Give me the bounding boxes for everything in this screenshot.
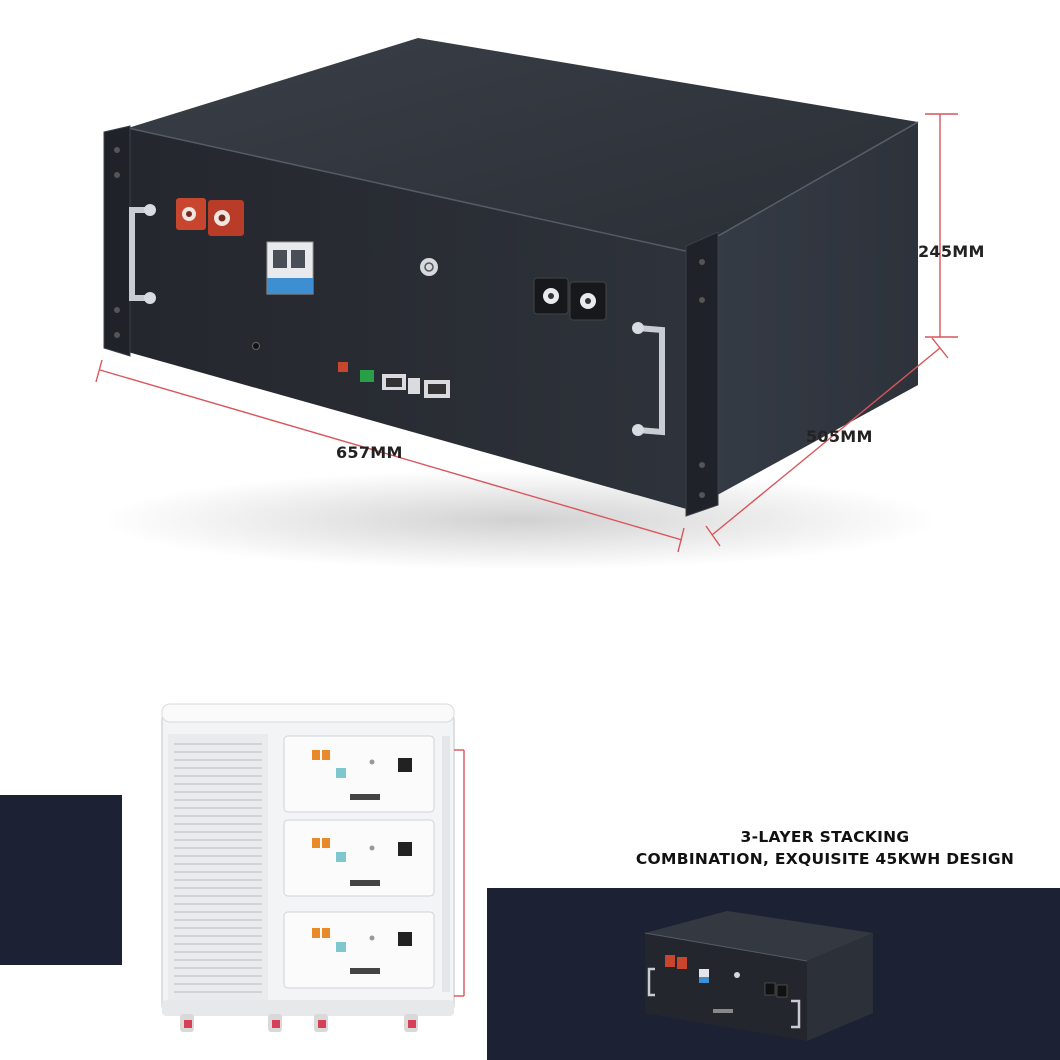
handle-right (635, 325, 665, 436)
reset-hole (252, 342, 260, 350)
dimension-lines (95, 113, 958, 553)
vent-slats (174, 743, 262, 993)
stack-bracket (454, 749, 465, 997)
caption-line-2: COMBINATION, EXQUISITE 45KWH DESIGN (635, 850, 1015, 868)
battery-module-3 (283, 911, 435, 989)
height-dimension-label: 245MM (918, 242, 985, 261)
power-button (420, 258, 438, 276)
caster-wheels (180, 1014, 418, 1032)
stacking-caption: 3-LAYER STACKING COMBINATION, EXQUISITE … (600, 826, 1050, 870)
floor-shadow (100, 470, 940, 570)
comm-ports (338, 362, 450, 398)
rack-ear-left (103, 125, 131, 357)
handle-left (129, 207, 153, 301)
negative-terminals (533, 277, 607, 321)
battery-module-2 (283, 819, 435, 897)
small-battery-illustration (644, 911, 873, 1041)
battery-top-face (128, 38, 918, 252)
positive-terminals (176, 198, 244, 236)
rack-ear-right (685, 231, 719, 517)
battery-front-face (128, 128, 690, 510)
rack-battery-illustration (95, 38, 958, 570)
width-dimension-label: 657MM (336, 443, 403, 462)
depth-dimension-label: 505MM (806, 427, 873, 446)
right-navy-panel (487, 888, 1060, 1060)
caption-line-1: 3-LAYER STACKING (740, 828, 910, 846)
stacked-cabinet-illustration (161, 703, 465, 1032)
battery-module-1 (283, 735, 435, 813)
circuit-breaker (266, 241, 314, 295)
left-navy-panel (0, 795, 122, 965)
